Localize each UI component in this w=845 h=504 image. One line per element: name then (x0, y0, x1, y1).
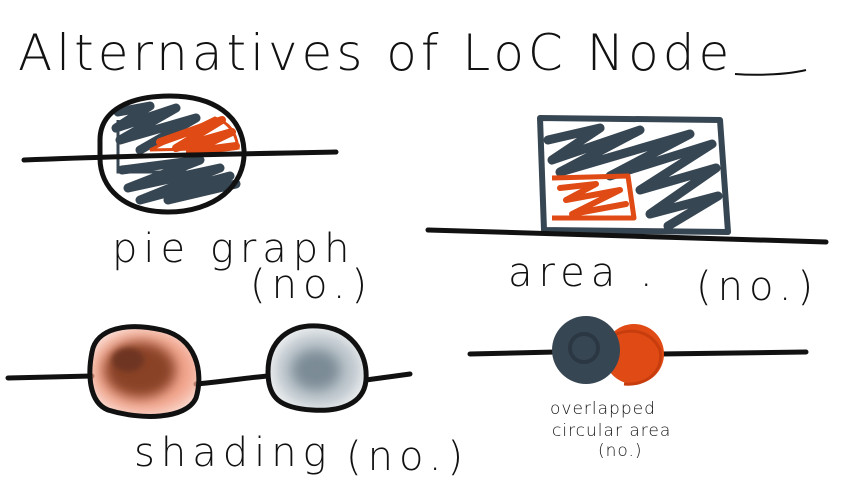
overlapped-circular-sketch (467, 316, 809, 386)
area-edge-line (425, 227, 829, 245)
shading-blob-inner (104, 342, 176, 398)
overlap-orange-circle (604, 324, 664, 384)
area-label: area . (508, 250, 659, 296)
overlap-label-line3: (no.) (598, 441, 643, 461)
overlap-slate-circle (552, 316, 620, 384)
pie-edge-line (21, 149, 339, 163)
pie-orange-scribble (156, 116, 240, 156)
overlap-label-line2: circular area (552, 421, 671, 441)
area-sketch (425, 115, 829, 245)
pie-graph-sketch (21, 93, 339, 215)
pie-slate-scribble (111, 101, 241, 205)
title-underline-stroke (734, 69, 807, 76)
overlap-orange-scribble (611, 329, 663, 386)
area-no-label: (no.) (696, 264, 819, 310)
overlap-label-line1: overlapped (550, 399, 656, 419)
area-orange-scribble (557, 181, 629, 217)
diagram-title: Alternatives of LoC Node (18, 24, 733, 82)
shading-node-2 (265, 323, 369, 413)
pie-graph-label: pie graph (112, 226, 356, 272)
shading-edge-line (5, 371, 413, 387)
overlap-edge-line (467, 349, 809, 357)
shading-sketch (5, 323, 413, 419)
area-rect (537, 115, 731, 235)
pie-orange-outline (149, 116, 240, 152)
shading-no-label: (no.) (346, 434, 469, 480)
shading-blob-gray-inner (292, 350, 340, 390)
pie-graph-no-label: (no.) (250, 262, 373, 308)
shading-label: shading (134, 430, 333, 476)
area-orange-rect (551, 173, 637, 221)
pie-inner-square (116, 120, 200, 174)
shading-node-1 (87, 324, 202, 419)
overlap-slate-highlight (568, 332, 600, 364)
